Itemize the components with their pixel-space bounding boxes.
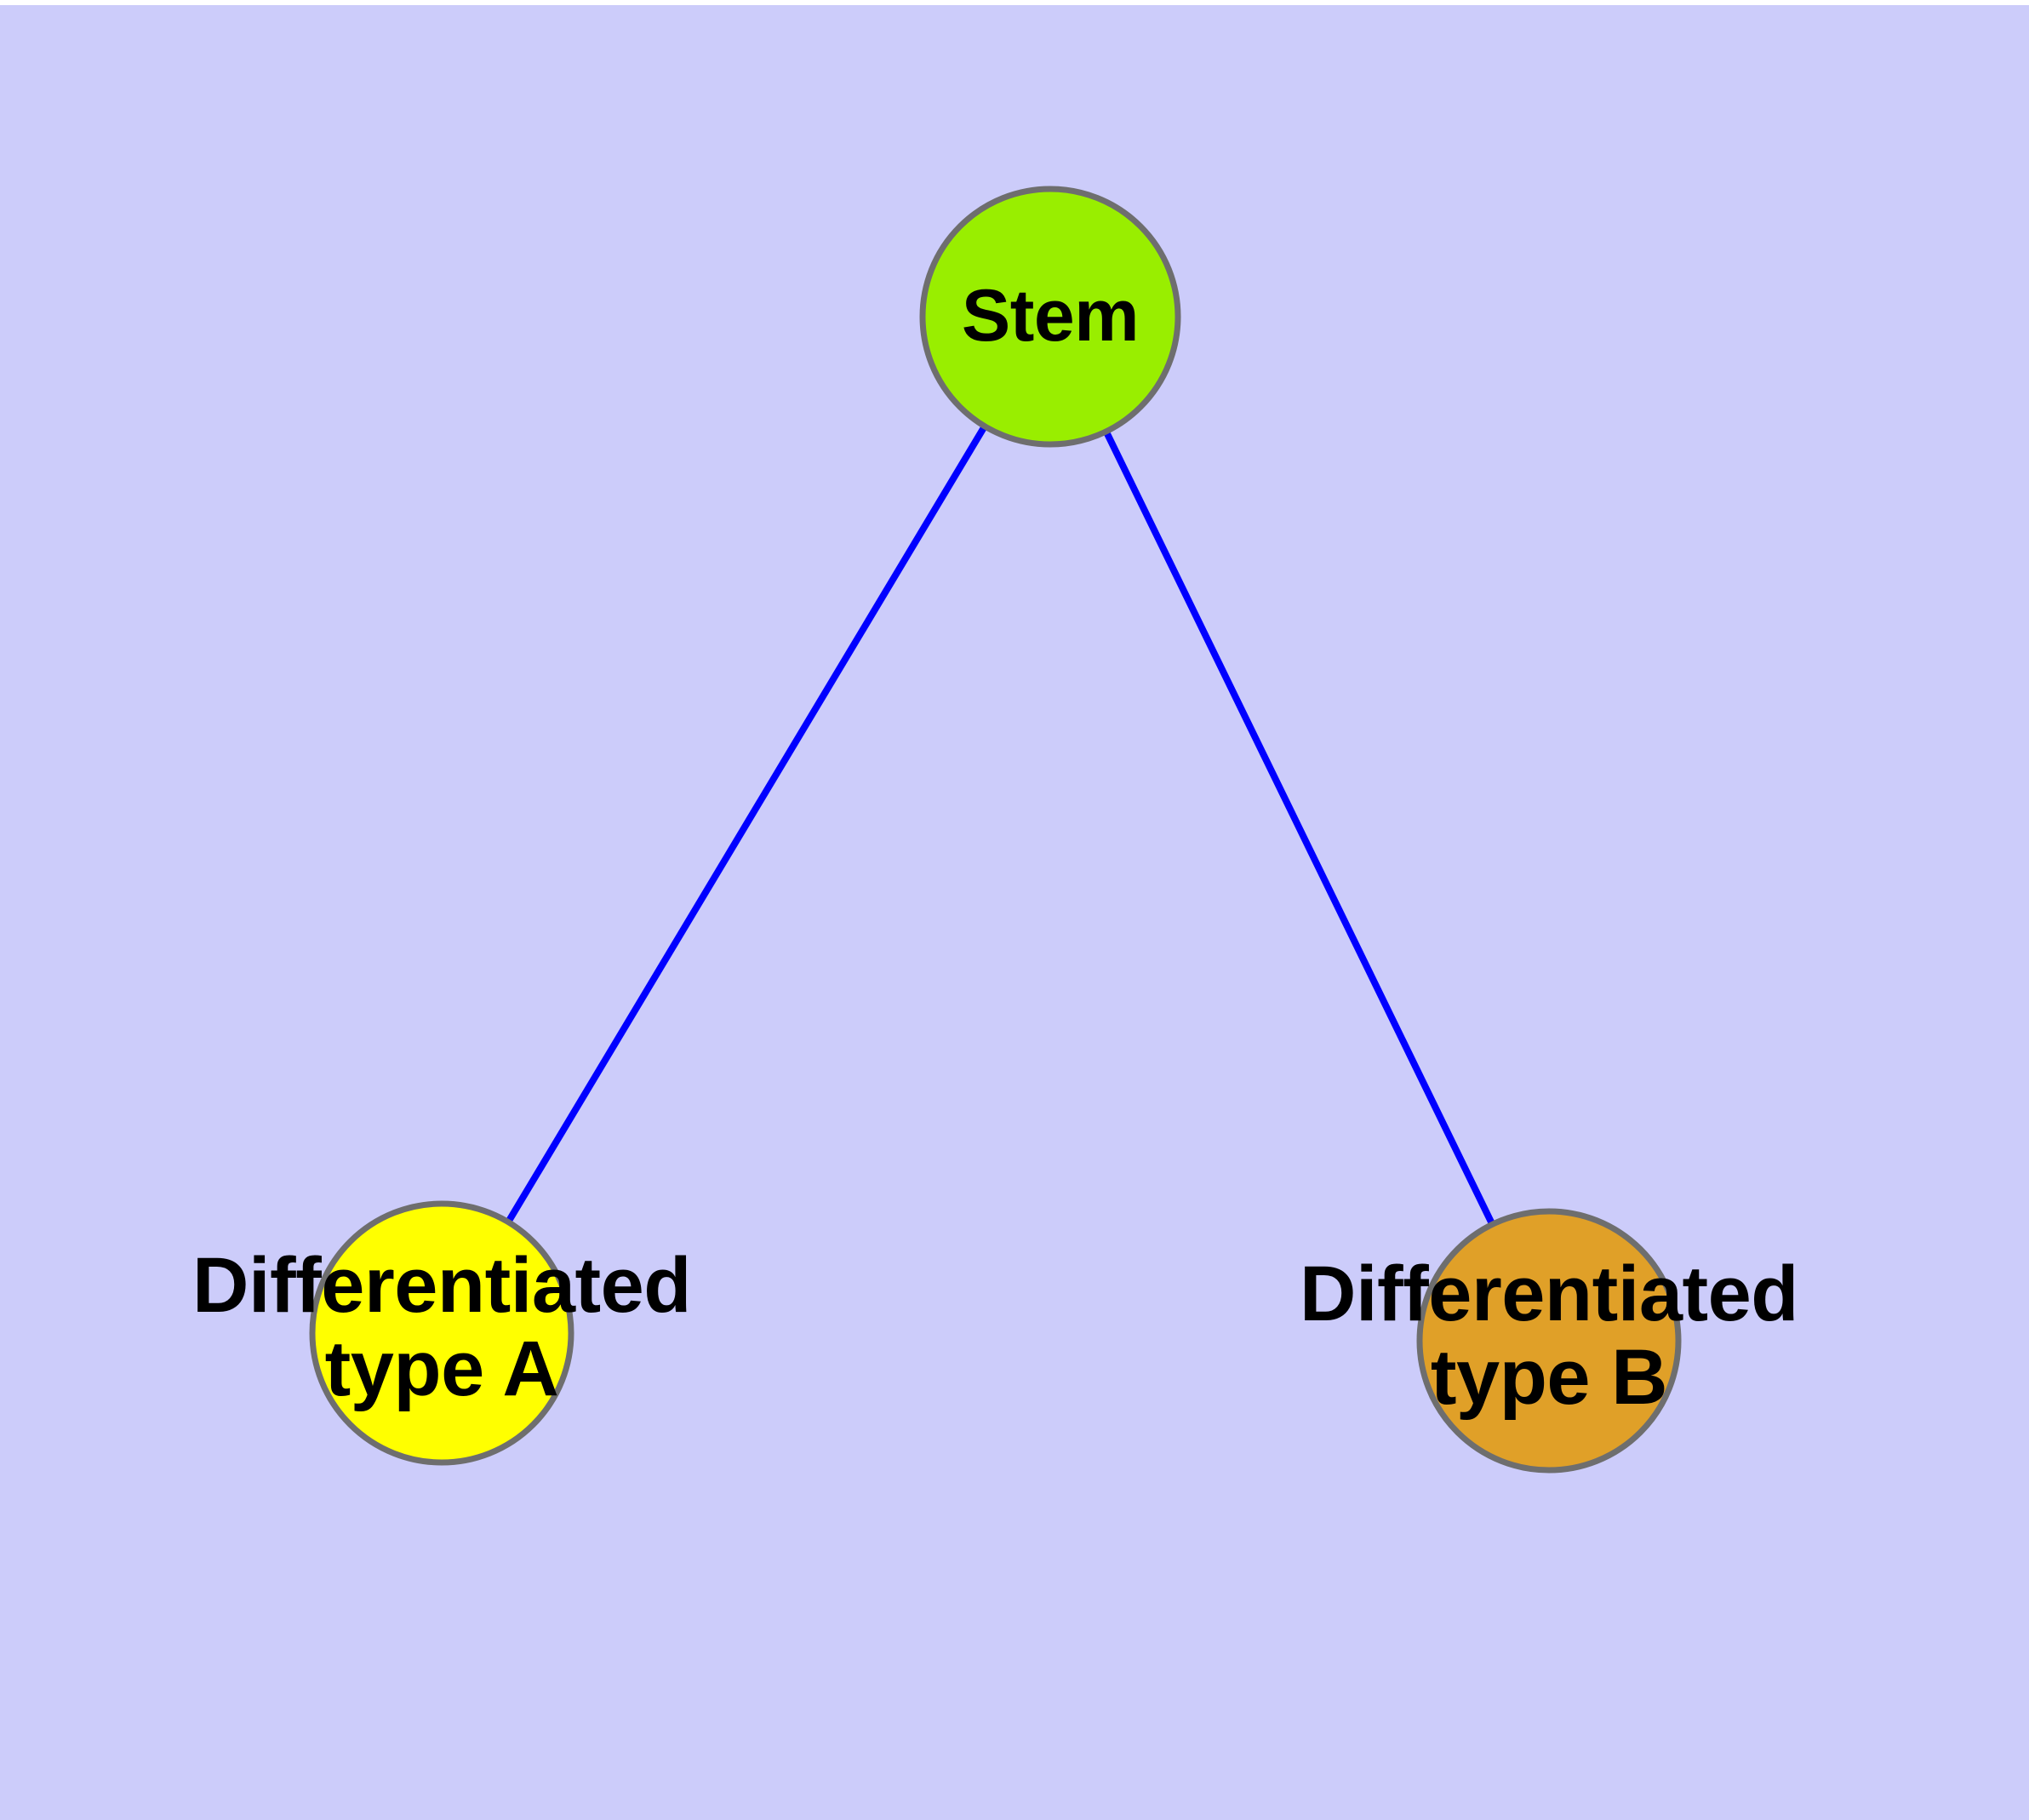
node-diff-b[interactable] [1416,1208,1682,1474]
node-stem[interactable] [919,186,1181,448]
node-diff-a[interactable] [309,1200,574,1466]
canvas-top-margin [0,0,2029,5]
edge-stem-diff-a [438,314,1054,1336]
edge-layer [438,314,1552,1342]
node-layer [309,186,1682,1474]
edge-stem-diff-b [1047,315,1552,1342]
